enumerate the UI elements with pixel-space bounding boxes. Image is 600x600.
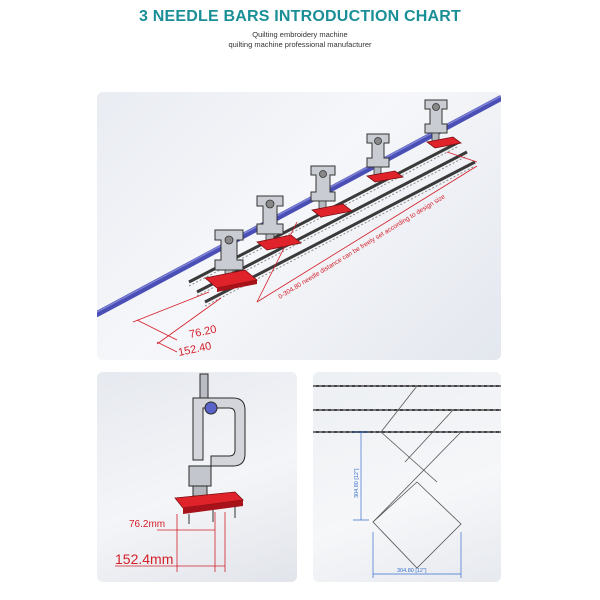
dimension-lines-top (132, 151, 478, 353)
side-view-panel: 76.2mm 152.4mm (97, 372, 297, 582)
needle-bar-3d-drawing: 0-304.80 needle distance can be freely s… (97, 95, 501, 359)
needle-distance-note: 0-304.80 needle distance can be freely s… (277, 193, 446, 301)
pattern-diagram: 304.80 [12"] 304.80 [12"] (313, 385, 501, 578)
pattern-view-panel: 304.80 [12"] 304.80 [12"] (313, 372, 501, 582)
needle-bar-side (188, 373, 246, 497)
dim-label-76-2mm: 76.2mm (129, 519, 165, 530)
needle-rows (313, 385, 501, 433)
subtitle-line-2: quilting machine professional manufactur… (228, 40, 372, 49)
needle-bar-3d-view: 0-304.80 needle distance can be freely s… (97, 92, 501, 360)
dim-label-horizontal: 304.80 [12"] (397, 568, 427, 574)
dim-label-vertical: 304.80 [12"] (354, 468, 360, 498)
dimension-lines-side (115, 512, 226, 572)
dimension-lines-pattern (353, 431, 462, 578)
side-view-drawing: 76.2mm 152.4mm (115, 373, 246, 572)
needle-head-5 (424, 99, 462, 149)
dim-label-152-4mm: 152.4mm (115, 551, 173, 567)
needle-head-2 (256, 195, 302, 251)
stitch-pattern-lines (372, 385, 462, 569)
needle-head-4 (366, 133, 404, 183)
dim-label-152-40: 152.40 (177, 340, 212, 359)
dim-label-76-20: 76.20 (188, 323, 217, 340)
page-title: 3 NEEDLE BARS INTRODUCTION CHART (139, 8, 461, 25)
presser-foot-red (174, 491, 244, 524)
needle-head-3 (310, 165, 353, 218)
needle-head-1 (204, 229, 258, 292)
subtitle-line-1: Quilting embroidery machine (252, 30, 348, 39)
